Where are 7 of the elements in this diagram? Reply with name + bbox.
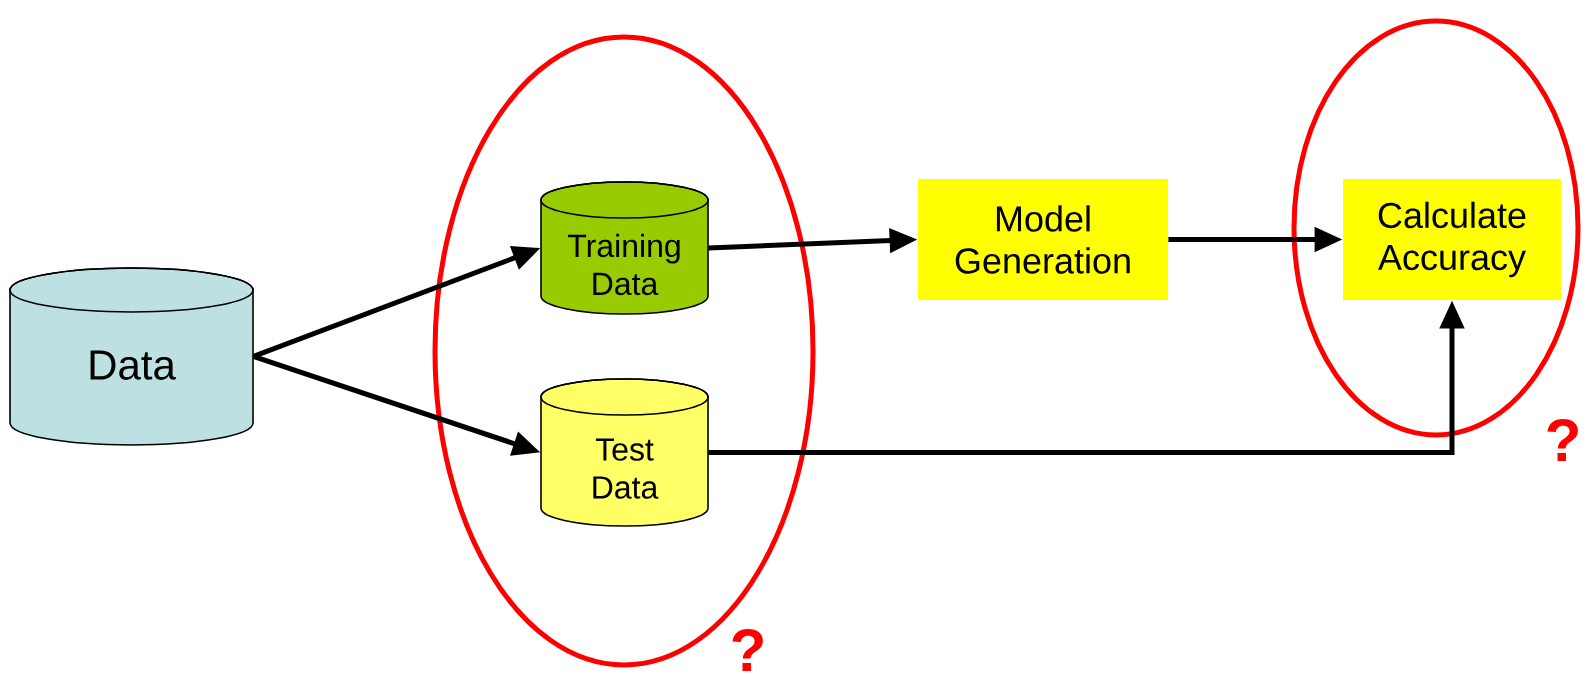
question-mark: ? [1547,419,1578,461]
process-box: Calculate Accuracy [1343,179,1561,300]
process-box: Model Generation [918,179,1168,300]
question-mark: ? [732,629,763,671]
cylinder: Data [9,267,254,446]
cylinder: Training Data [540,181,709,315]
cylinder: Test Data [540,378,709,527]
